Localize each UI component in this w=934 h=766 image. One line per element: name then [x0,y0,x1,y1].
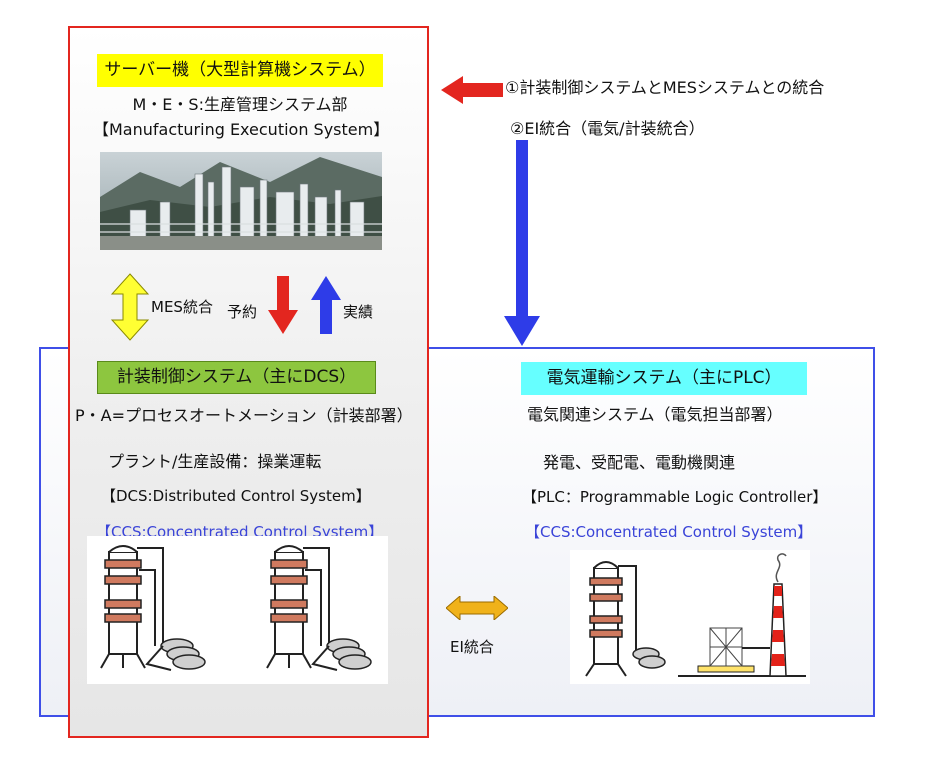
actual-up-arrow-icon [311,276,341,334]
reservation-label: 予約 [227,303,258,321]
power-plant-image [570,550,810,684]
dcs-title-label: 計装制御システム（主にDCS） [97,361,376,394]
plc-title-label: 電気運輸システム（主にPLC） [521,362,807,395]
ei-double-arrow-icon [446,596,508,620]
actual-label: 実績 [343,303,374,321]
down-blue-arrow-icon [504,140,540,346]
dcs-line3: 【DCS:Distributed Control System】 [101,487,371,505]
dcs-towers-image [87,536,388,684]
plc-line3: 【PLC：Programmable Logic Controller】 [522,488,828,506]
server-title-label: サーバー機（大型計算機システム） [97,54,383,87]
mes-double-arrow-icon [110,273,150,341]
dcs-line2: プラント/生産設備：操業運転 [108,452,322,471]
mes-integration-label: MES統合 [151,298,213,316]
integration-note-2: ②EI統合（電気/計装統合） [510,119,705,138]
ei-integration-label: EI統合 [450,638,494,656]
plc-line2: 発電、受配電、電動機関連 [543,453,736,472]
reservation-down-arrow-icon [268,276,298,334]
plc-line1: 電気関連システム（電気担当部署） [527,405,783,424]
plc-line4: 【CCS:Concentrated Control System】 [525,523,813,541]
left-red-arrow-icon [441,76,503,104]
refinery-photo [100,152,382,250]
integration-note-1: ①計装制御システムとMESシステムとの統合 [505,78,825,97]
mes-line2: 【Manufacturing Execution System】 [93,120,390,139]
dcs-line1: P・A=プロセスオートメーション（計装部署） [75,406,413,425]
mes-line1: M・E・S:生産管理システム部 [132,95,348,114]
